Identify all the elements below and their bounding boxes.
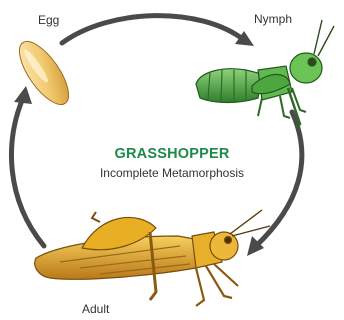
stage-label-adult: Adult — [82, 302, 109, 316]
cycle-arrows — [11, 16, 301, 246]
diagram-title: GRASSHOPPER — [0, 146, 344, 162]
adult-illustration — [35, 210, 270, 306]
stage-label-egg: Egg — [38, 13, 59, 27]
arrowhead-egg — [14, 86, 32, 104]
nymph-illustration — [196, 20, 334, 128]
stage-label-nymph: Nymph — [254, 12, 292, 26]
diagram-subtitle: Incomplete Metamorphosis — [0, 166, 344, 180]
arrow-egg-to-nymph — [62, 16, 244, 43]
